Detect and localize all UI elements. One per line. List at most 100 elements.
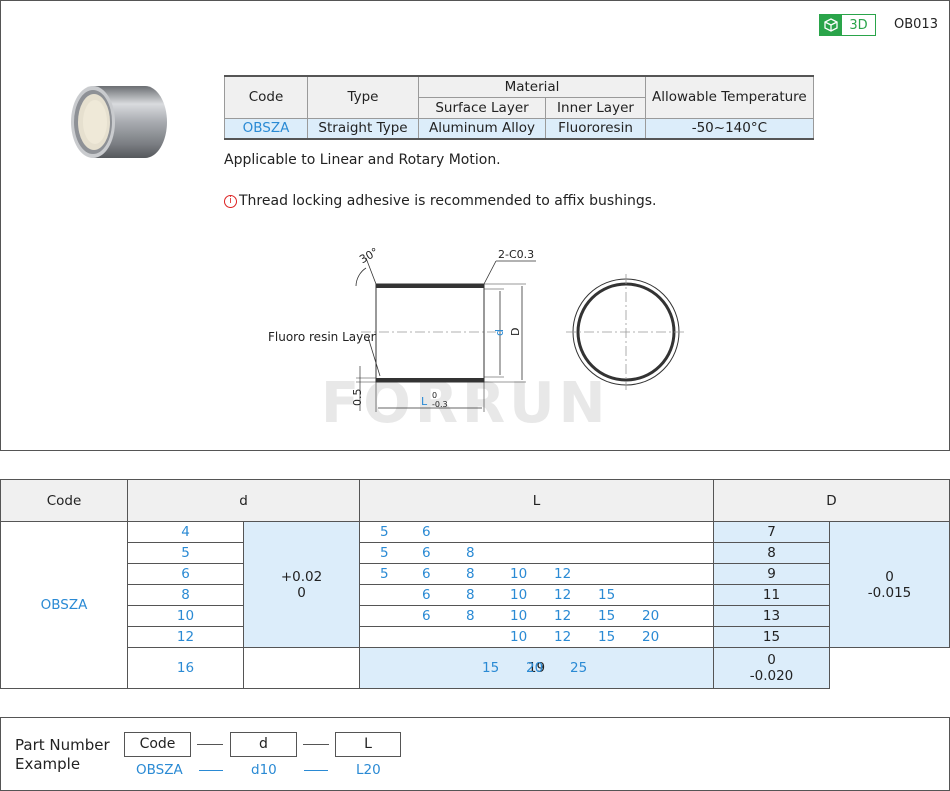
- L-value[interactable]: 15: [482, 660, 500, 676]
- bushing-photo: [67, 76, 171, 168]
- angle-label: 30°: [357, 245, 380, 266]
- cell-code[interactable]: OBSZA: [224, 117, 308, 140]
- D-value: 7: [713, 521, 830, 543]
- pn-dash: [303, 744, 329, 745]
- L-value[interactable]: 15: [598, 587, 616, 603]
- D-tolerance-2: 0-0.020: [713, 647, 830, 689]
- header-material: Material: [418, 75, 646, 98]
- warning-note: i Thread locking adhesive is recommended…: [224, 193, 656, 209]
- header-inner-layer: Inner Layer: [545, 96, 646, 119]
- part-number-title: Part Number Example: [15, 736, 110, 773]
- d-value[interactable]: 6: [127, 563, 244, 585]
- L-value[interactable]: 8: [466, 566, 475, 582]
- header-surface-layer: Surface Layer: [418, 96, 546, 119]
- D-value: 8: [713, 542, 830, 564]
- pn-L-box: L: [335, 732, 401, 757]
- d-value[interactable]: 8: [127, 584, 244, 606]
- dim-header-d: d: [127, 479, 360, 522]
- L-tol-lower: -0.3: [432, 400, 448, 409]
- d-value[interactable]: 4: [127, 521, 244, 543]
- 3d-label: 3D: [849, 17, 868, 33]
- info-warning-icon: i: [224, 194, 237, 208]
- chamfer-label: 2-C0.3: [498, 248, 534, 261]
- material-spec-table: Code Type Material Allowable Temperature…: [224, 75, 814, 140]
- thickness-label: 0.5: [351, 389, 364, 407]
- L-values-row: 6 8 10 12 15 20: [359, 605, 714, 627]
- L-values-row: 15 20 25: [243, 647, 587, 689]
- L-value[interactable]: 10: [510, 608, 528, 624]
- L-value[interactable]: 5: [380, 545, 389, 561]
- D-value: 15: [713, 626, 830, 648]
- technical-drawing: FORRUN 30° 2-C0.3 Fluoro resin Layer d D…: [268, 245, 686, 431]
- header-code: Code: [224, 75, 308, 119]
- d-value[interactable]: 10: [127, 605, 244, 627]
- pn-example-dash: [304, 770, 328, 771]
- L-values-row: 5 6 8: [359, 542, 714, 564]
- L-value[interactable]: 8: [466, 608, 475, 624]
- pn-code-box: Code: [124, 732, 191, 757]
- header-temperature: Allowable Temperature: [645, 75, 814, 119]
- cube-icon: [820, 15, 842, 35]
- d-value[interactable]: 16: [127, 647, 244, 689]
- L-value[interactable]: 10: [510, 587, 528, 603]
- part-number-example: Part Number Example Code d L OBSZA d10 L…: [0, 717, 950, 791]
- L-value[interactable]: 10: [510, 629, 528, 645]
- cell-inner: Fluororesin: [545, 117, 646, 140]
- L-value[interactable]: 20: [526, 660, 544, 676]
- L-value[interactable]: 6: [422, 566, 431, 582]
- L-value[interactable]: 15: [598, 608, 616, 624]
- L-dimension-label: L: [421, 395, 428, 408]
- header-type: Type: [307, 75, 419, 119]
- pn-example-code[interactable]: OBSZA: [136, 762, 183, 778]
- L-value[interactable]: 6: [422, 608, 431, 624]
- L-values-row: 6 8 10 12 15: [359, 584, 714, 606]
- cell-type: Straight Type: [307, 117, 419, 140]
- D-value: 9: [713, 563, 830, 585]
- dim-header-D: D: [713, 479, 950, 522]
- L-value[interactable]: 6: [422, 524, 431, 540]
- product-panel: 3D OB013 Code Type Material: [0, 0, 950, 451]
- D-value: 11: [713, 584, 830, 606]
- L-value[interactable]: 8: [466, 545, 475, 561]
- L-value[interactable]: 25: [570, 660, 588, 676]
- L-values-row: 10 12 15 20: [359, 626, 714, 648]
- pn-dash: [197, 744, 223, 745]
- pn-example-dash: [199, 770, 223, 771]
- d-value[interactable]: 12: [127, 626, 244, 648]
- L-value[interactable]: 5: [380, 566, 389, 582]
- catalog-code: OB013: [894, 17, 938, 32]
- L-values-row: 5 6 8 10 12: [359, 563, 714, 585]
- cell-surface: Aluminum Alloy: [418, 117, 546, 140]
- L-value[interactable]: 15: [598, 629, 616, 645]
- L-value[interactable]: 10: [510, 566, 528, 582]
- L-value[interactable]: 12: [554, 608, 572, 624]
- L-value[interactable]: 20: [642, 629, 660, 645]
- dim-header-code: Code: [0, 479, 128, 522]
- L-value[interactable]: 8: [466, 587, 475, 603]
- L-tol-upper: 0: [432, 391, 437, 400]
- D-tolerance-1: 0-0.015: [829, 521, 950, 648]
- pn-example-L[interactable]: L20: [356, 762, 381, 778]
- L-value[interactable]: 12: [554, 566, 572, 582]
- D-value: 19: [359, 647, 714, 689]
- cell-temperature: -50~140°C: [645, 117, 814, 140]
- L-value[interactable]: 5: [380, 524, 389, 540]
- L-value[interactable]: 12: [554, 629, 572, 645]
- warning-text: Thread locking adhesive is recommended t…: [239, 193, 657, 209]
- pn-example-d[interactable]: d10: [251, 762, 277, 778]
- 3d-model-button[interactable]: 3D: [819, 14, 876, 36]
- fluoro-layer-label: Fluoro resin Layer: [268, 330, 376, 344]
- D-dimension-label: D: [509, 328, 522, 336]
- dim-header-L: L: [359, 479, 714, 522]
- d-value[interactable]: 5: [127, 542, 244, 564]
- L-value[interactable]: 6: [422, 587, 431, 603]
- L-value[interactable]: 6: [422, 545, 431, 561]
- L-value[interactable]: 20: [642, 608, 660, 624]
- L-value[interactable]: 12: [554, 587, 572, 603]
- d-dimension-label: d: [493, 329, 506, 336]
- dim-code[interactable]: OBSZA: [0, 521, 128, 689]
- applicable-note: Applicable to Linear and Rotary Motion.: [224, 152, 501, 168]
